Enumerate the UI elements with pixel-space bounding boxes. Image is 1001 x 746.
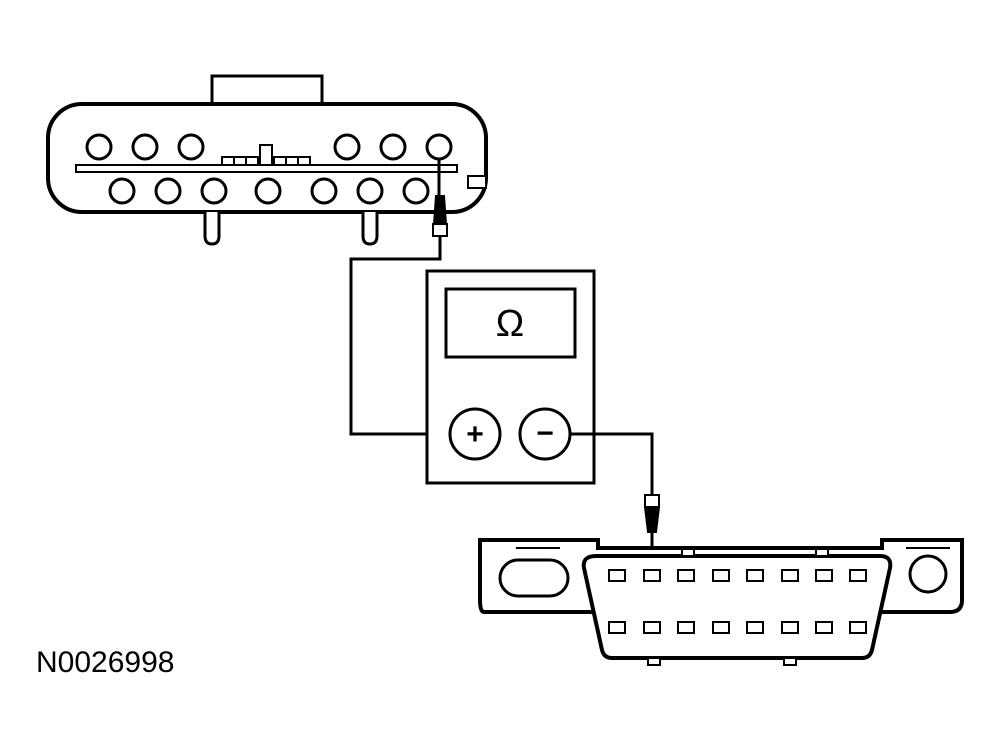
pin <box>425 133 453 161</box>
pin <box>712 569 730 582</box>
dlc-mount-hole <box>908 554 948 594</box>
pin <box>643 569 661 582</box>
pin <box>849 621 867 634</box>
multimeter-display <box>444 287 577 359</box>
dlc-pins-bottom-row <box>608 621 867 634</box>
pin <box>815 621 833 634</box>
pin <box>781 621 799 634</box>
top-connector-pins-top-row <box>85 133 453 161</box>
pin <box>131 133 159 161</box>
pin <box>154 177 182 205</box>
positive-terminal <box>448 407 502 461</box>
pin <box>200 177 228 205</box>
center-key <box>221 144 311 166</box>
figure-id: N0026998 <box>36 646 174 679</box>
pin <box>746 569 764 582</box>
pin <box>379 133 407 161</box>
pin <box>402 177 430 205</box>
pin <box>608 569 626 582</box>
pin <box>849 569 867 582</box>
negative-probe <box>643 494 661 533</box>
top-connector <box>46 74 488 246</box>
dlc-mount-slot <box>498 558 570 598</box>
pin <box>643 621 661 634</box>
connector-divider <box>75 164 458 173</box>
top-connector-pins-bottom-row <box>108 177 430 205</box>
multimeter: Ω + − <box>425 269 596 485</box>
pin <box>310 177 338 205</box>
positive-symbol: + <box>466 418 484 451</box>
pin <box>177 133 205 161</box>
ohm-symbol: Ω <box>496 303 524 345</box>
pin <box>677 621 695 634</box>
pin <box>254 177 282 205</box>
pin <box>608 621 626 634</box>
negative-symbol: − <box>536 417 554 450</box>
positive-lead <box>349 158 450 436</box>
connector-leg-left <box>203 212 221 246</box>
pin <box>108 177 136 205</box>
connector-latch <box>210 74 324 108</box>
dlc-connector <box>478 538 964 666</box>
pin <box>677 569 695 582</box>
pin <box>85 133 113 161</box>
dlc-pins-top-row <box>608 569 867 582</box>
pin <box>781 569 799 582</box>
pin <box>712 621 730 634</box>
pin <box>815 569 833 582</box>
pin <box>746 621 764 634</box>
connector-leg-right <box>361 212 379 246</box>
pin <box>356 177 384 205</box>
dlc-face <box>581 554 893 660</box>
pin <box>333 133 361 161</box>
positive-probe <box>432 195 448 237</box>
